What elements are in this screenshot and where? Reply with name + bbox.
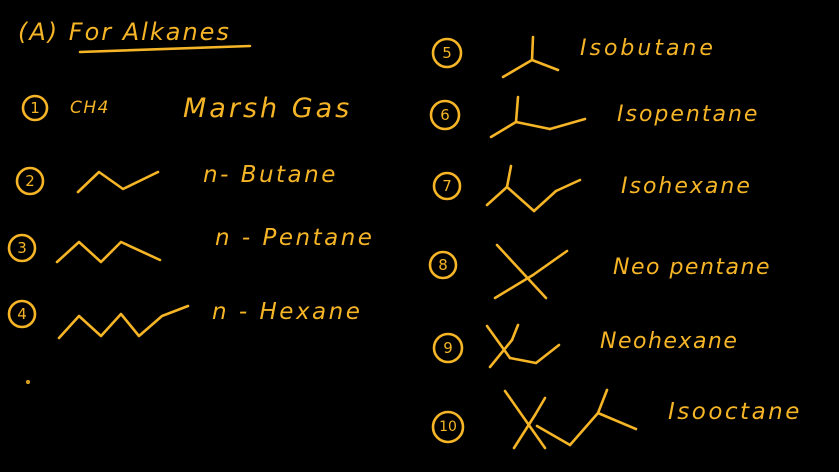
neopentane-label: Neo pentane — [613, 255, 771, 280]
isopentane-label: Isopentane — [617, 102, 760, 127]
number-circle-6 — [429, 99, 461, 131]
isooctane-label: Isooctane — [668, 399, 802, 425]
n-hexane-structure — [57, 304, 190, 340]
number-circle-4 — [7, 299, 37, 329]
n-pentane-structure — [55, 240, 162, 264]
n-butane-structure — [76, 170, 160, 194]
number-4: 4 — [17, 305, 27, 323]
number-6: 6 — [440, 106, 450, 124]
number-circle-9 — [432, 332, 464, 364]
neohexane-structure — [485, 323, 561, 369]
n-pentane-label: n - Pentane — [215, 225, 375, 251]
number-circle-1 — [21, 94, 49, 122]
marsh-gas-label: Marsh Gas — [183, 93, 353, 124]
number-7: 7 — [442, 177, 452, 195]
neopentane-structure — [493, 243, 569, 300]
number-5: 5 — [442, 44, 452, 62]
number-8: 8 — [438, 256, 448, 274]
number-3: 3 — [17, 239, 27, 257]
n-hexane-label: n - Hexane — [212, 299, 363, 325]
stray-dot — [26, 380, 30, 384]
isohexane-structure — [485, 164, 582, 213]
number-10: 10 — [439, 419, 457, 435]
isooctane-structure — [503, 388, 638, 450]
heading-underline — [78, 44, 252, 54]
number-circle-5 — [431, 37, 463, 69]
isobutane-structure — [501, 35, 560, 79]
number-circle-2 — [15, 166, 45, 196]
n-butane-label: n- Butane — [203, 162, 338, 188]
number-circle-7 — [432, 171, 462, 201]
number-1: 1 — [30, 99, 40, 117]
heading: (A) For Alkanes — [18, 18, 231, 46]
number-9: 9 — [443, 339, 453, 357]
neohexane-label: Neohexane — [600, 329, 739, 354]
number-circle-3 — [7, 233, 37, 263]
isopentane-structure — [489, 95, 587, 139]
number-circle-8 — [428, 250, 458, 280]
ch4-formula: CH4 — [70, 98, 110, 118]
isobutane-label: Isobutane — [580, 36, 716, 61]
number-2: 2 — [25, 172, 35, 190]
isohexane-label: Isohexane — [621, 174, 752, 199]
number-circle-10 — [431, 410, 465, 444]
